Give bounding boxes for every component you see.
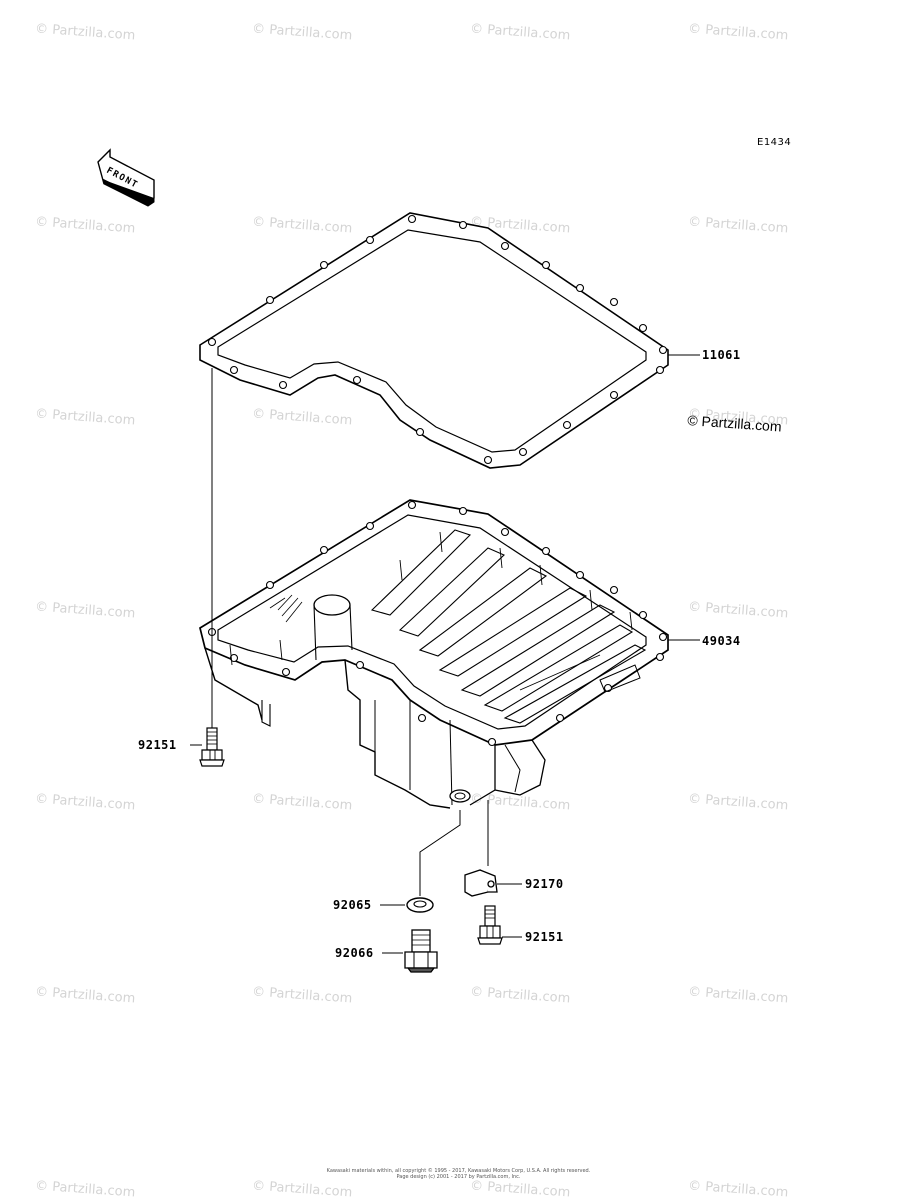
part-label-49034[interactable]: 49034 (702, 634, 741, 648)
figure-code: E1434 (757, 137, 792, 148)
footer: Kawasaki materials within, all copyright… (0, 1168, 917, 1180)
part-label-92065[interactable]: 92065 (333, 898, 372, 912)
oil-pan-49034[interactable] (199, 499, 669, 809)
clamp-92170[interactable] (464, 869, 498, 897)
part-label-92170[interactable]: 92170 (525, 877, 564, 891)
front-arrow-icon: FRONT (97, 148, 155, 207)
gasket-11061[interactable] (199, 212, 669, 469)
part-label-92151-pan[interactable]: 92151 (138, 738, 177, 752)
footer-line-2: Page design (c) 2001 - 2017 by Partzilla… (396, 1174, 521, 1180)
leader-lines (190, 354, 700, 954)
part-label-92151-clamp[interactable]: 92151 (525, 930, 564, 944)
bolt-92151-clamp[interactable] (477, 905, 503, 945)
bolt-92151-pan[interactable] (199, 727, 225, 767)
part-label-11061[interactable]: 11061 (702, 348, 741, 362)
footer-line-1: Kawasaki materials within, all copyright… (326, 1168, 591, 1174)
washer-92065[interactable] (406, 897, 434, 913)
part-label-92066[interactable]: 92066 (335, 946, 374, 960)
drain-plug-92066[interactable] (404, 929, 438, 973)
